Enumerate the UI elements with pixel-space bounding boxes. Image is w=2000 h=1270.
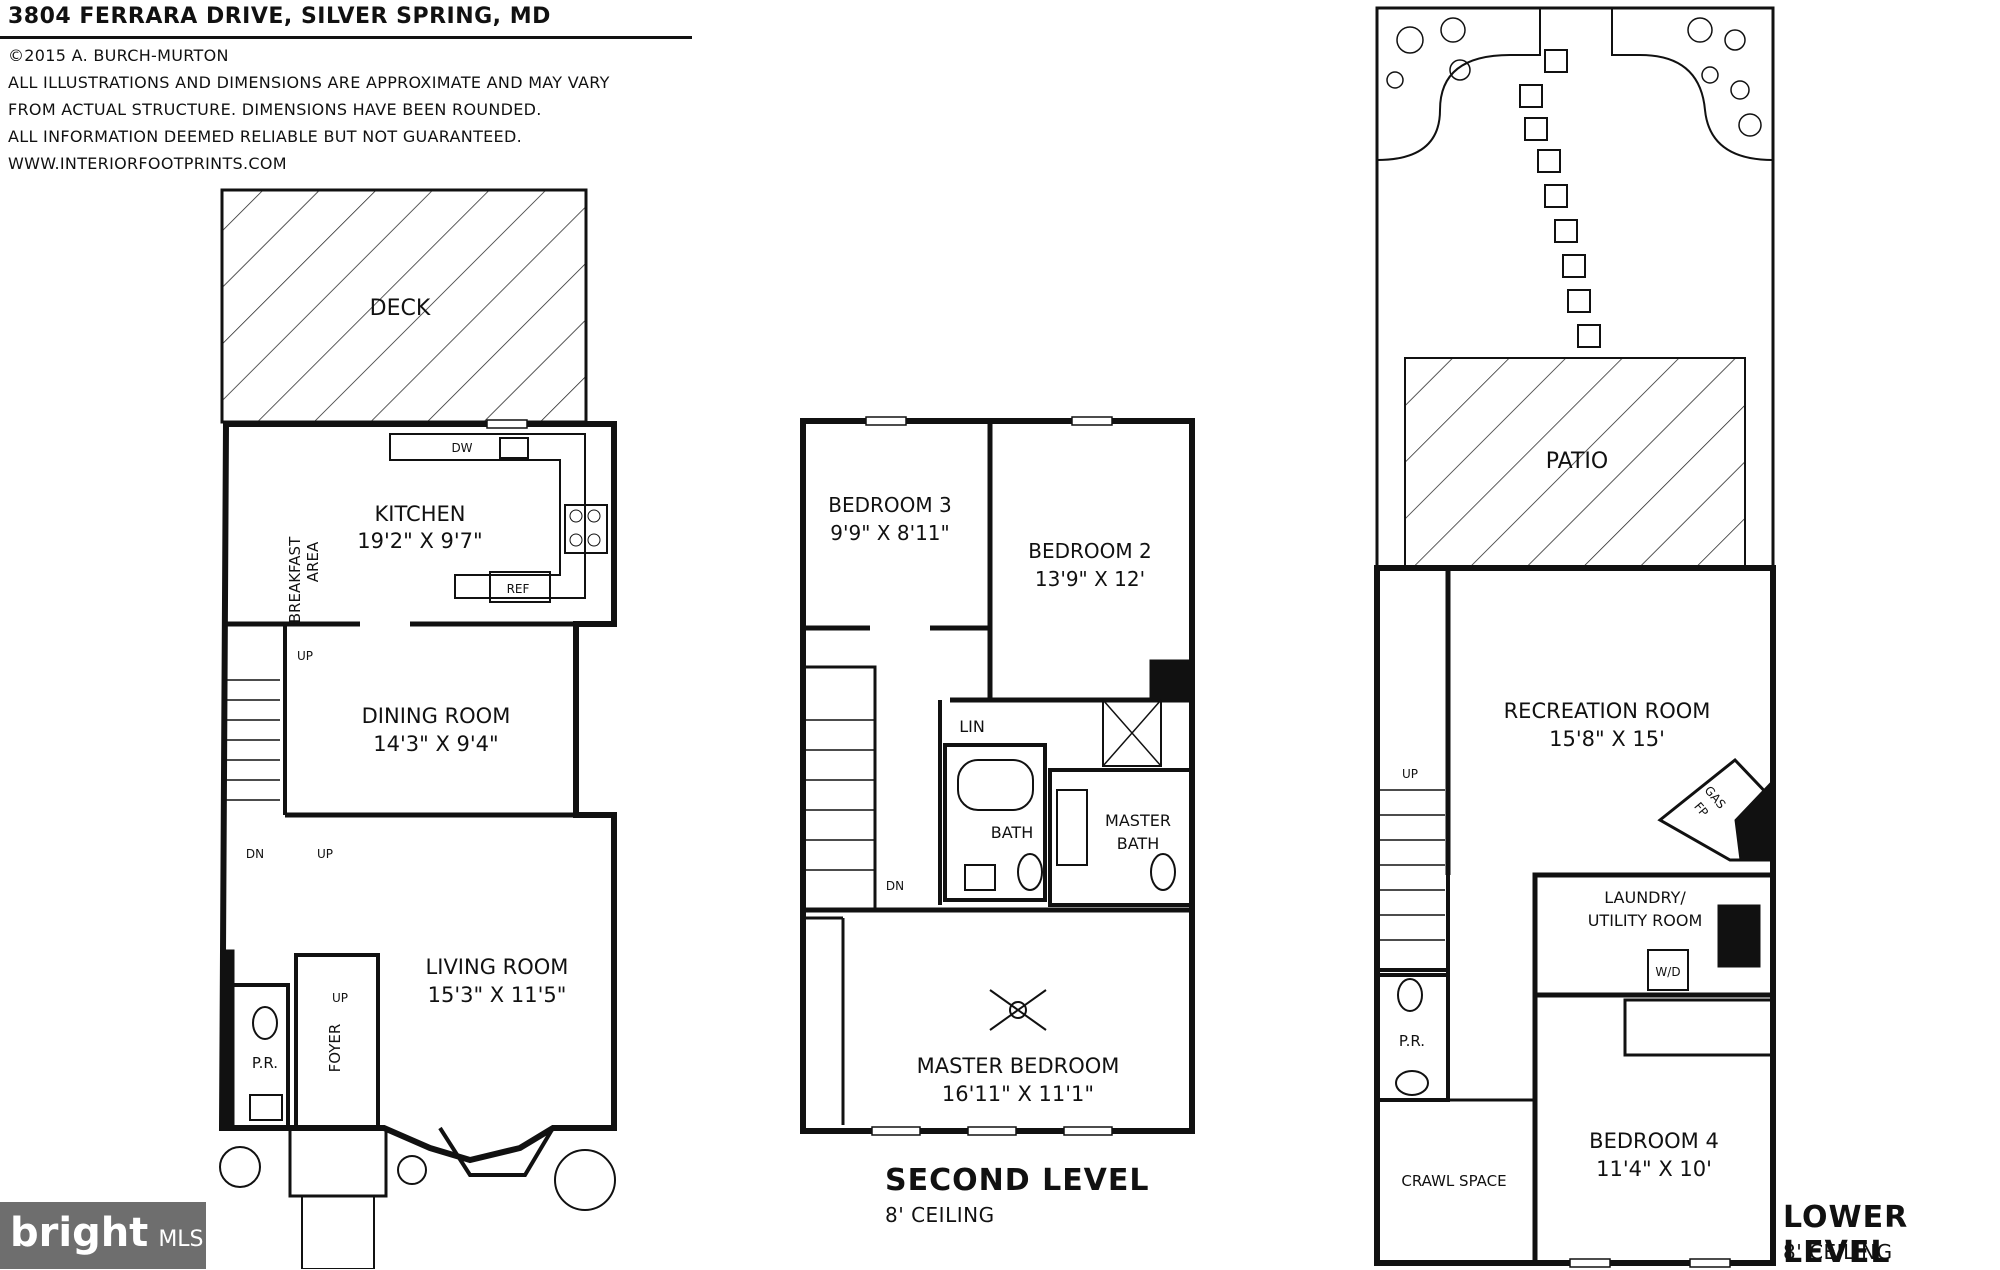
disclaimer-line-2: FROM ACTUAL STRUCTURE. DIMENSIONS HAVE B… bbox=[8, 100, 542, 119]
up-label-foyer: UP bbox=[332, 991, 348, 1005]
dn-label-second: DN bbox=[886, 879, 904, 893]
patio-label: PATIO bbox=[1546, 449, 1608, 474]
second-level-ceiling: 8' CEILING bbox=[885, 1203, 995, 1227]
bedroom-2-dimensions: 13'9" X 12' bbox=[1035, 567, 1145, 591]
living-room-label: LIVING ROOM bbox=[426, 955, 569, 979]
dishwasher-label: DW bbox=[451, 441, 472, 455]
website-link[interactable]: WWW.INTERIORFOOTPRINTS.COM bbox=[8, 154, 287, 173]
crawl-space-label: CRAWL SPACE bbox=[1401, 1172, 1506, 1190]
dining-room-dimensions: 14'3" X 9'4" bbox=[373, 732, 498, 756]
lower-level-ceiling: 8' CEILING bbox=[1783, 1240, 1893, 1264]
powder-room-lower-label: P.R. bbox=[1399, 1032, 1425, 1050]
lower-level bbox=[1374, 6, 1776, 1268]
foyer-label: FOYER bbox=[326, 1024, 344, 1073]
master-bedroom-label: MASTER BEDROOM bbox=[917, 1054, 1120, 1078]
master-bath-label-1: MASTER bbox=[1105, 811, 1171, 830]
property-address: 3804 FERRARA DRIVE, SILVER SPRING, MD bbox=[8, 4, 551, 29]
up-label-main: UP bbox=[297, 649, 313, 663]
dn-label-main: DN bbox=[246, 847, 264, 861]
area-label: AREA bbox=[304, 541, 322, 582]
watermark-mls: MLS bbox=[158, 1227, 204, 1252]
laundry-label-2: UTILITY ROOM bbox=[1588, 911, 1703, 930]
bedroom-4-label: BEDROOM 4 bbox=[1589, 1129, 1719, 1153]
main-level bbox=[218, 188, 617, 1269]
bright-mls-watermark: bright MLS bbox=[0, 1202, 206, 1269]
patio-area bbox=[1404, 357, 1746, 569]
bedroom-3-label: BEDROOM 3 bbox=[828, 493, 951, 517]
up-label-main-2: UP bbox=[317, 847, 333, 861]
bath-label: BATH bbox=[991, 823, 1033, 842]
washer-dryer-label: W/D bbox=[1655, 965, 1680, 979]
recreation-room-dimensions: 15'8" X 15' bbox=[1549, 727, 1665, 751]
kitchen-dimensions: 19'2" X 9'7" bbox=[357, 529, 482, 553]
lower-level-title: LOWER LEVEL bbox=[1783, 1200, 1909, 1270]
refrigerator-label: REF bbox=[507, 582, 530, 596]
header-underline bbox=[0, 36, 692, 39]
bedroom-4-dimensions: 11'4" X 10' bbox=[1596, 1157, 1712, 1181]
deck-area bbox=[220, 188, 588, 424]
dining-room-label: DINING ROOM bbox=[362, 704, 511, 728]
powder-room-label: P.R. bbox=[252, 1054, 278, 1072]
second-level bbox=[800, 416, 1195, 1136]
bedroom-3-dimensions: 9'9" X 8'11" bbox=[830, 521, 949, 545]
linen-closet-label: LIN bbox=[959, 717, 985, 736]
breakfast-label: BREAKFAST bbox=[286, 536, 304, 623]
disclaimer-line-3: ALL INFORMATION DEEMED RELIABLE BUT NOT … bbox=[8, 127, 522, 146]
master-bedroom-dimensions: 16'11" X 11'1" bbox=[942, 1082, 1094, 1106]
laundry-label-1: LAUNDRY/ bbox=[1604, 888, 1686, 907]
recreation-room-label: RECREATION ROOM bbox=[1504, 699, 1711, 723]
fireplace-label: FP bbox=[1691, 800, 1711, 820]
watermark-brand: bright bbox=[10, 1210, 149, 1256]
master-bath-label-2: BATH bbox=[1117, 834, 1159, 853]
disclaimer-line-1: ALL ILLUSTRATIONS AND DIMENSIONS ARE APP… bbox=[8, 73, 610, 92]
living-room-dimensions: 15'3" X 11'5" bbox=[428, 983, 567, 1007]
kitchen-label: KITCHEN bbox=[375, 502, 466, 526]
copyright-line: ©2015 A. BURCH-MURTON bbox=[8, 46, 229, 65]
bedroom-2-label: BEDROOM 2 bbox=[1028, 539, 1151, 563]
second-level-title: SECOND LEVEL bbox=[885, 1163, 1150, 1198]
up-label-lower: UP bbox=[1402, 767, 1418, 781]
deck-label: DECK bbox=[370, 296, 431, 321]
